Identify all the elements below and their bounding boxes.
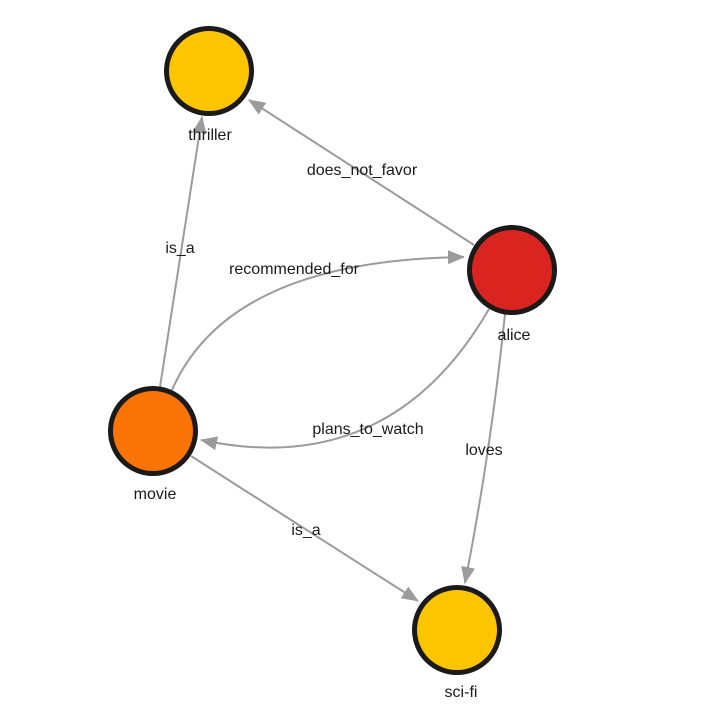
node-label-scifi: sci-fi — [444, 684, 478, 702]
node-label-movie: movie — [133, 486, 177, 504]
node-scifi[interactable] — [412, 585, 502, 675]
node-label-alice: alice — [497, 327, 531, 345]
edge-alice-movie-plans-to-watch — [200, 308, 490, 451]
edge-movie-alice-recommended-for — [171, 250, 465, 391]
node-movie[interactable] — [108, 386, 198, 476]
node-alice[interactable] — [467, 225, 557, 315]
edge-alice-scifi-loves — [461, 313, 506, 584]
edge-label-is-a-thriller: is_a — [165, 240, 195, 258]
edge-alice-thriller-does-not-favor — [248, 99, 475, 246]
edge-label-plans-to-watch: plans_to_watch — [312, 421, 424, 439]
edge-label-recommended-for: recommended_for — [229, 261, 359, 279]
node-thriller[interactable] — [164, 26, 254, 116]
edge-movie-scifi-is-a — [190, 455, 419, 602]
node-label-thriller: thriller — [188, 127, 232, 145]
edge-label-does-not-favor: does_not_favor — [306, 162, 418, 180]
edge-label-loves: loves — [465, 442, 503, 460]
edge-movie-thriller-is-a — [159, 116, 207, 388]
edge-label-is-a-scifi: is_a — [291, 522, 321, 540]
